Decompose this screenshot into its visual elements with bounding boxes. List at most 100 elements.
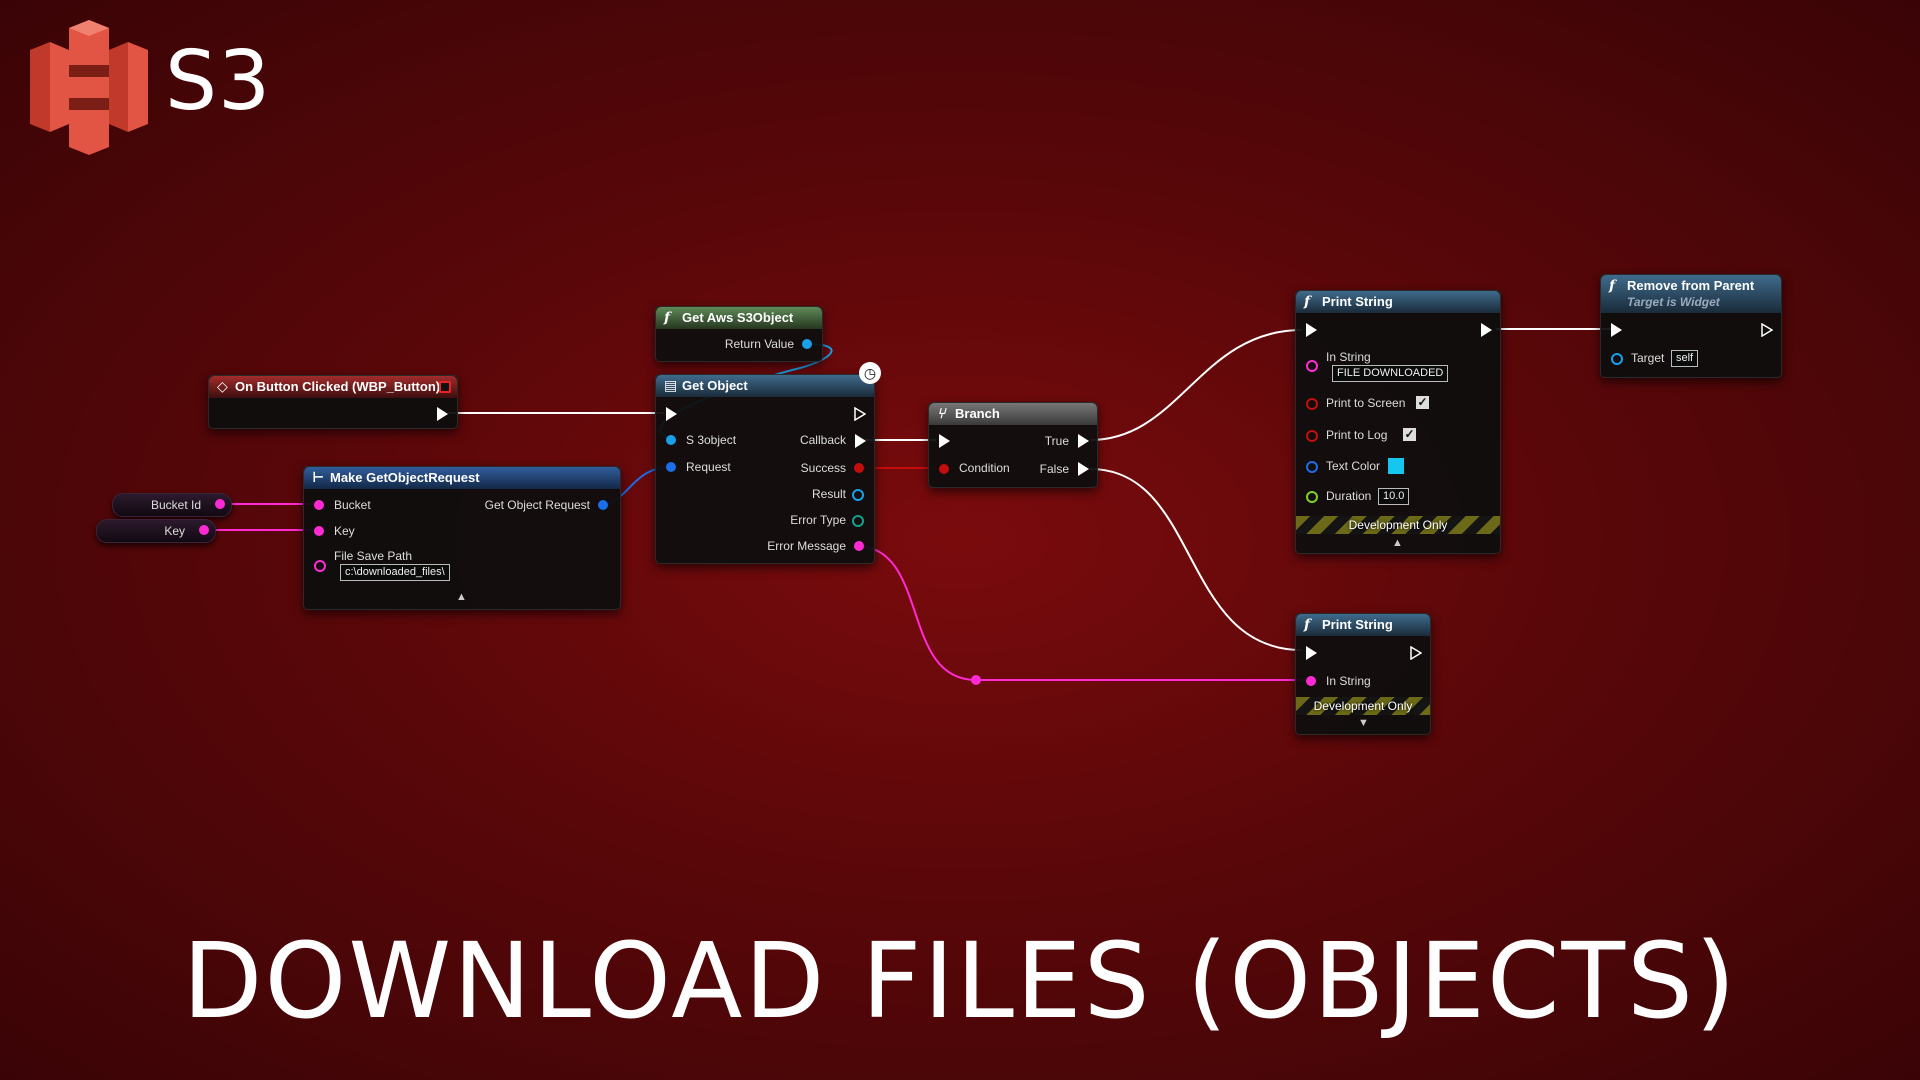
get-aws-s3object-node[interactable]: f Get Aws S3Object Return Value: [655, 306, 823, 362]
text-color-label: Text Color: [1326, 459, 1381, 473]
request-input-pin[interactable]: [666, 462, 676, 472]
result-pin[interactable]: [852, 489, 864, 501]
success-label: Success: [800, 461, 846, 475]
duration-pin[interactable]: [1306, 491, 1318, 503]
text-color-pin[interactable]: [1306, 461, 1318, 473]
exec-input-pin[interactable]: [1611, 323, 1622, 337]
file-save-path-input[interactable]: c:\downloaded_files\: [340, 564, 450, 581]
exec-output-pin[interactable]: [437, 407, 448, 421]
in-string-pin[interactable]: [1306, 676, 1316, 686]
key-variable[interactable]: Key: [96, 519, 216, 543]
exec-output-pin[interactable]: [1761, 323, 1773, 337]
bucket-id-variable[interactable]: Bucket Id: [112, 493, 232, 517]
request-label: Request: [686, 460, 731, 474]
node-title: Print String: [1322, 617, 1393, 632]
event-diamond-icon: ◇: [217, 379, 228, 395]
s3object-label: S 3object: [686, 433, 737, 447]
collapse-arrow-icon[interactable]: ▲: [1392, 537, 1403, 549]
success-pin[interactable]: [854, 463, 864, 473]
callback-pin[interactable]: [855, 434, 866, 448]
result-label: Result: [811, 487, 846, 501]
false-exec-pin[interactable]: [1078, 462, 1089, 476]
bucket-label: Bucket: [334, 498, 371, 512]
return-value-pin[interactable]: [802, 339, 812, 349]
node-header: ◇ On Button Clicked (WBP_Button): [209, 376, 457, 398]
key-input-pin[interactable]: [314, 526, 324, 536]
bucket-id-label: Bucket Id: [150, 498, 201, 512]
logo-text: S3: [165, 34, 272, 129]
node-subtitle: Target is Widget: [1627, 295, 1720, 309]
error-type-label: Error Type: [790, 513, 846, 527]
return-value-label: Return Value: [724, 337, 794, 351]
node-header: ▤ Get Object: [656, 375, 874, 397]
node-title: Branch: [955, 406, 1000, 421]
print-string-node[interactable]: f Print String In String FILE DOWNLOADED…: [1295, 290, 1501, 554]
branch-icon: ⑂: [937, 406, 946, 422]
file-save-path-pin[interactable]: [314, 560, 326, 572]
error-message-label: Error Message: [767, 539, 846, 553]
function-icon: f: [1609, 278, 1616, 294]
function-icon: f: [664, 310, 671, 326]
in-string-label: In String: [1326, 674, 1371, 688]
function-icon: ▤: [664, 378, 678, 394]
s3object-input-pin[interactable]: [666, 435, 676, 445]
exec-input-pin[interactable]: [1306, 323, 1317, 337]
node-title: Remove from Parent: [1627, 278, 1755, 293]
node-header: f Get Aws S3Object: [656, 307, 822, 329]
condition-input-pin[interactable]: [939, 464, 949, 474]
node-title: Get Aws S3Object: [682, 310, 794, 325]
print-string-node-2[interactable]: f Print String In String Development Onl…: [1295, 613, 1431, 735]
function-icon: f: [1304, 617, 1311, 633]
collapse-arrow-icon[interactable]: ▲: [456, 591, 467, 603]
print-to-log-label: Print to Log: [1326, 428, 1388, 442]
in-string-label: In String: [1326, 350, 1371, 364]
key-label: Key: [334, 524, 355, 538]
get-object-request-pin[interactable]: [598, 500, 608, 510]
exec-output-pin[interactable]: [1481, 323, 1492, 337]
print-to-screen-checkbox[interactable]: ✓: [1416, 395, 1429, 409]
bucket-id-output-pin[interactable]: [215, 499, 225, 509]
bucket-input-pin[interactable]: [314, 500, 324, 510]
target-pin[interactable]: [1611, 353, 1623, 365]
remove-from-parent-node[interactable]: f Remove from Parent Target is Widget Ta…: [1600, 274, 1782, 378]
node-header: f Remove from Parent Target is Widget: [1601, 275, 1781, 313]
exec-output-pin[interactable]: [854, 407, 866, 421]
key-var-label: Key: [164, 524, 185, 538]
in-string-pin[interactable]: [1306, 360, 1318, 372]
print-to-log-checkbox[interactable]: ✓: [1403, 427, 1416, 441]
latent-clock-icon: ◷: [859, 362, 881, 384]
make-struct-icon: ⊢: [312, 470, 325, 486]
development-only-banner: Development Only: [1296, 697, 1430, 715]
file-save-path-label: File Save Path: [334, 549, 413, 563]
print-to-log-pin[interactable]: [1306, 430, 1318, 442]
make-getobjectrequest-node[interactable]: ⊢ Make GetObjectRequest Bucket Key File …: [303, 466, 621, 610]
error-type-pin[interactable]: [852, 515, 864, 527]
callback-label: Callback: [799, 433, 846, 447]
text-color-swatch[interactable]: [1388, 458, 1404, 474]
get-object-node[interactable]: ▤ Get Object S 3object Request Callback …: [655, 374, 875, 564]
exec-input-pin[interactable]: [939, 434, 950, 448]
exec-output-pin[interactable]: [1410, 646, 1422, 660]
exec-input-pin[interactable]: [666, 407, 677, 421]
target-label: Target: [1631, 351, 1665, 365]
duration-input[interactable]: 10.0: [1378, 488, 1410, 505]
in-string-input[interactable]: FILE DOWNLOADED: [1332, 365, 1449, 382]
node-header: ⑂ Branch: [929, 403, 1097, 425]
false-label: False: [1039, 462, 1069, 476]
true-exec-pin[interactable]: [1078, 434, 1089, 448]
duration-label: Duration: [1326, 489, 1372, 503]
print-to-screen-pin[interactable]: [1306, 398, 1318, 410]
node-header: ⊢ Make GetObjectRequest: [304, 467, 620, 489]
target-input[interactable]: self: [1671, 350, 1699, 367]
key-output-pin[interactable]: [199, 525, 209, 535]
on-button-clicked-node[interactable]: ◇ On Button Clicked (WBP_Button): [208, 375, 458, 429]
branch-node[interactable]: ⑂ Branch Condition True False: [928, 402, 1098, 488]
exec-input-pin[interactable]: [1306, 646, 1317, 660]
delegate-pin-icon[interactable]: [439, 381, 451, 393]
node-title: Get Object: [682, 378, 748, 393]
s3-logo-icon: [30, 20, 148, 155]
error-message-pin[interactable]: [854, 541, 864, 551]
expand-arrow-icon[interactable]: ▼: [1358, 717, 1369, 729]
true-label: True: [1044, 434, 1069, 448]
